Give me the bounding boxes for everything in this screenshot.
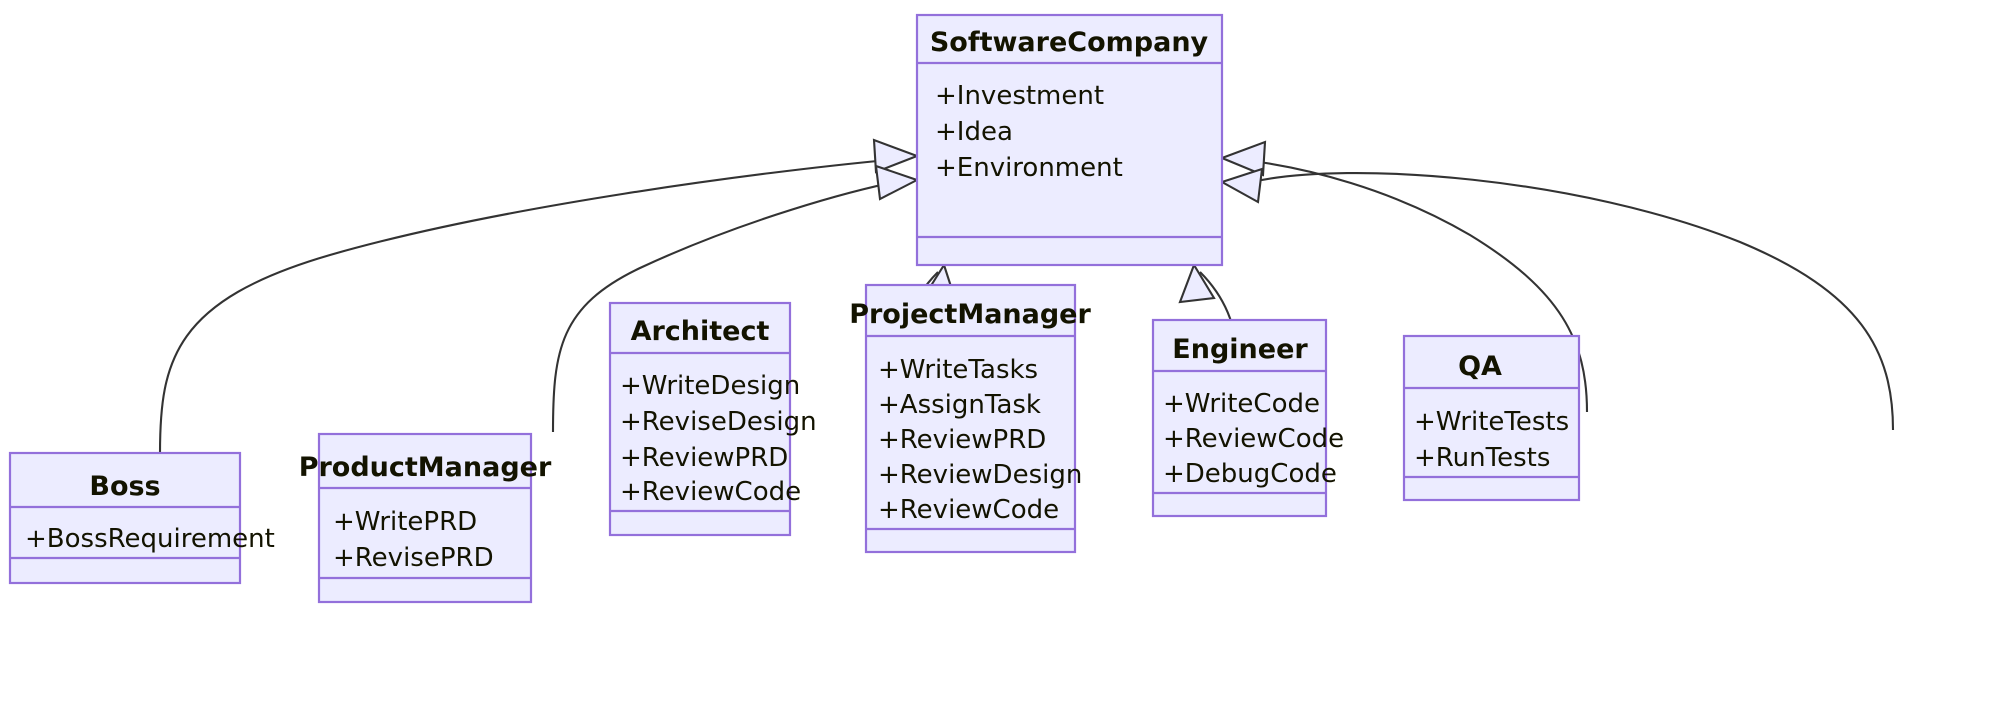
edge-boss-to-softwarecompany (158, 158, 889, 454)
productmanager-title: ProductManager (299, 452, 552, 483)
softwarecompany-member-1: +Idea (935, 117, 1013, 147)
productmanager-member-1: +RevisePRD (333, 543, 494, 573)
engineer-member-0: +WriteCode (1163, 389, 1320, 419)
projectmanager-title: ProjectManager (849, 299, 1091, 330)
inheritance-arrowhead-boss (872, 138, 920, 174)
softwarecompany-member-0: +Investment (935, 81, 1104, 111)
engineer-title: Engineer (1172, 334, 1308, 365)
boss-title: Boss (89, 471, 160, 502)
engineer-member-1: +ReviewCode (1163, 424, 1344, 454)
projectmanager-member-0: +WriteTasks (878, 355, 1038, 385)
qa-box (1402, 334, 1581, 502)
softwarecompany-member-2: +Environment (935, 153, 1123, 183)
class-node-productmanager[interactable]: ProductManager +WritePRD +RevisePRD (299, 432, 552, 604)
architect-box (608, 301, 792, 537)
projectmanager-box (864, 283, 1077, 554)
softwarecompany-title: SoftwareCompany (930, 27, 1209, 58)
qa-title: QA (1458, 351, 1502, 382)
class-node-softwarecompany[interactable]: SoftwareCompany +Investment +Idea +Envir… (915, 13, 1224, 267)
softwarecompany-box (915, 13, 1224, 267)
architect-member-1: +ReviseDesign (620, 407, 817, 437)
productmanager-box (317, 432, 533, 604)
class-node-architect[interactable]: Architect +WriteDesign +ReviseDesign +Re… (608, 301, 817, 537)
qa-member-0: +WriteTests (1414, 407, 1569, 437)
inheritance-arrowhead-qa (1219, 167, 1264, 204)
qa-member-1: +RunTests (1414, 443, 1550, 473)
inheritance-arrowhead-projectmanager (1178, 262, 1216, 304)
class-node-projectmanager[interactable]: ProjectManager +WriteTasks +AssignTask +… (849, 283, 1091, 554)
architect-title: Architect (631, 316, 770, 347)
projectmanager-member-3: +ReviewDesign (878, 460, 1082, 490)
engineer-member-2: +DebugCode (1163, 459, 1337, 489)
class-node-boss[interactable]: Boss +BossRequirement (8, 451, 275, 585)
engineer-box (1151, 318, 1328, 518)
class-node-engineer[interactable]: Engineer +WriteCode +ReviewCode +DebugCo… (1151, 318, 1344, 518)
architect-member-2: +ReviewPRD (620, 443, 788, 473)
productmanager-member-0: +WritePRD (333, 507, 477, 537)
architect-member-0: +WriteDesign (620, 371, 800, 401)
class-node-qa[interactable]: QA +WriteTests +RunTests (1402, 334, 1581, 502)
boss-member-0: +BossRequirement (25, 524, 275, 554)
edge-qa-to-softwarecompany (1251, 172, 1895, 431)
boss-box (8, 451, 242, 585)
edge-productmanager-to-softwarecompany (551, 181, 891, 433)
arrowheads-layer (872, 138, 1267, 304)
architect-member-3: +ReviewCode (620, 477, 801, 507)
projectmanager-member-1: +AssignTask (878, 390, 1041, 420)
projectmanager-member-4: +ReviewCode (878, 495, 1059, 525)
projectmanager-member-2: +ReviewPRD (878, 425, 1046, 455)
inheritance-arrowhead-productmanager (874, 164, 920, 201)
inheritance-arrowhead-engineer (1219, 140, 1267, 177)
